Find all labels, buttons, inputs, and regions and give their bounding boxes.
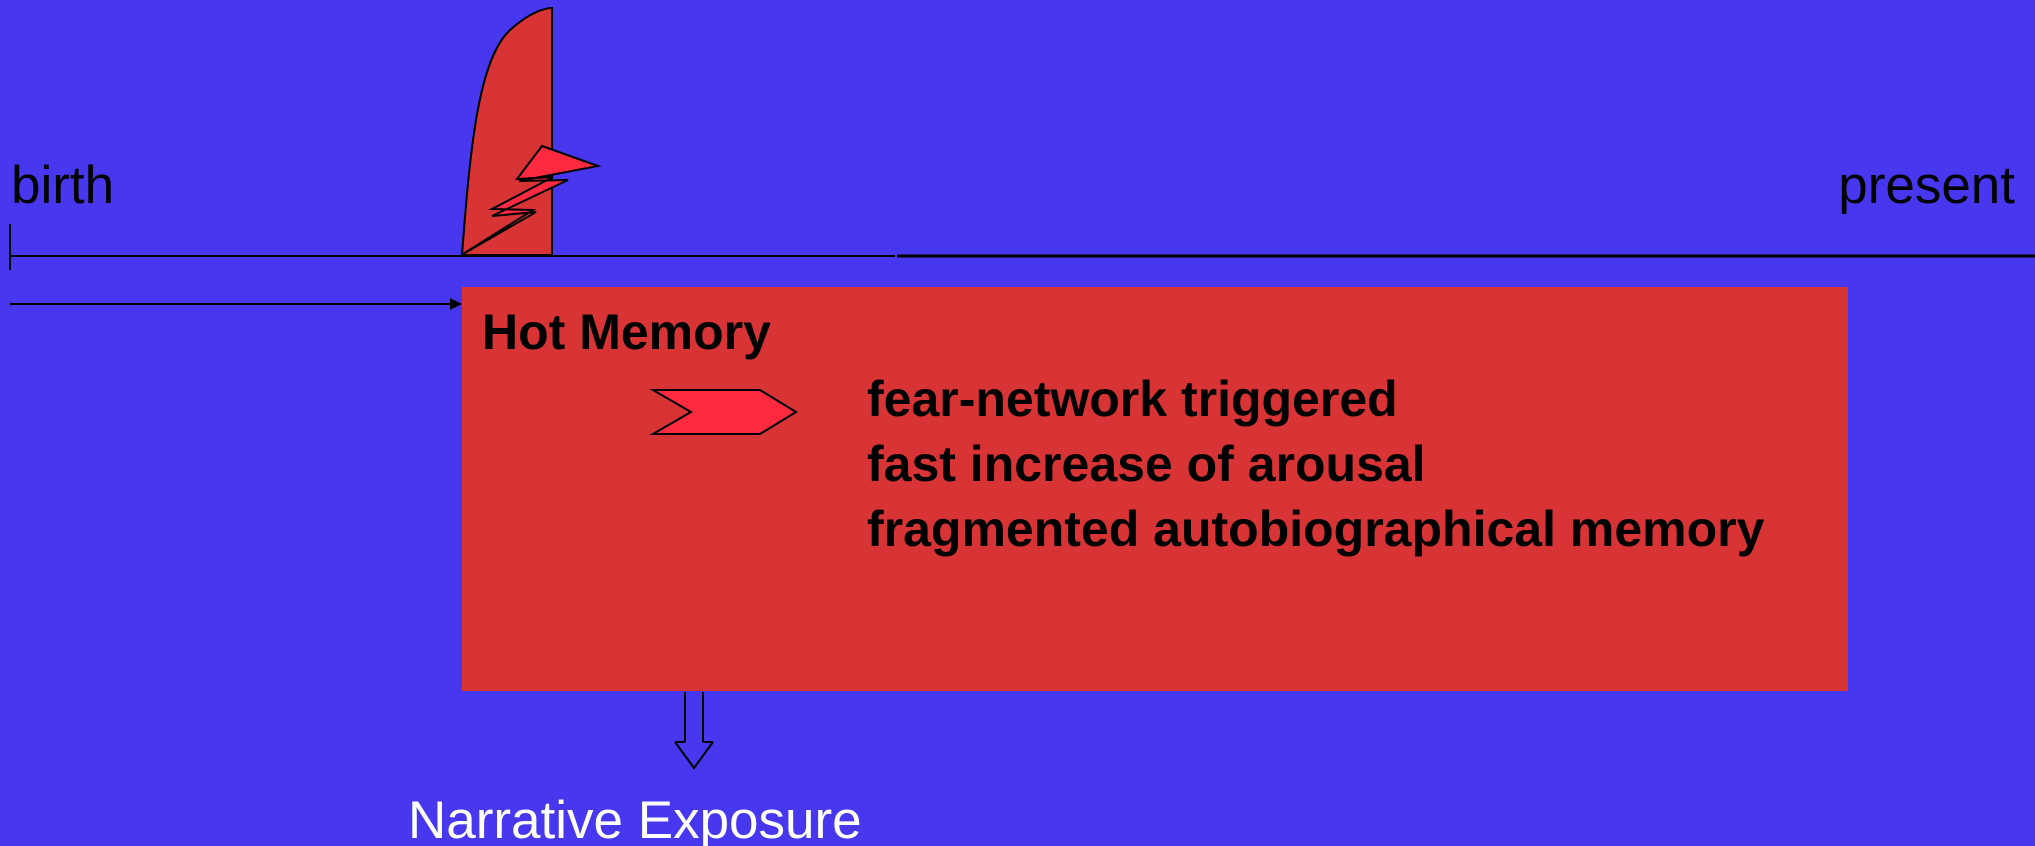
lightning-bolt-icon <box>462 144 602 255</box>
hot-memory-title: Hot Memory <box>482 304 771 360</box>
path-to-event-arrowhead <box>450 298 462 310</box>
timeline-start-label: birth <box>11 156 115 215</box>
timeline-end-label: present <box>1838 156 2015 215</box>
outcome-label: Narrative Exposure <box>408 791 862 846</box>
arousal-peak-shape <box>460 6 553 256</box>
effect-item: fragmented autobiographical memory <box>867 501 1765 557</box>
hot-memory-panel: Hot Memory fear-network triggered fast i… <box>462 287 1848 691</box>
effect-item: fear-network triggered <box>867 371 1398 427</box>
hot-memory-effects-list: fear-network triggered fast increase of … <box>867 367 1764 562</box>
effect-item: fast increase of arousal <box>867 436 1426 492</box>
